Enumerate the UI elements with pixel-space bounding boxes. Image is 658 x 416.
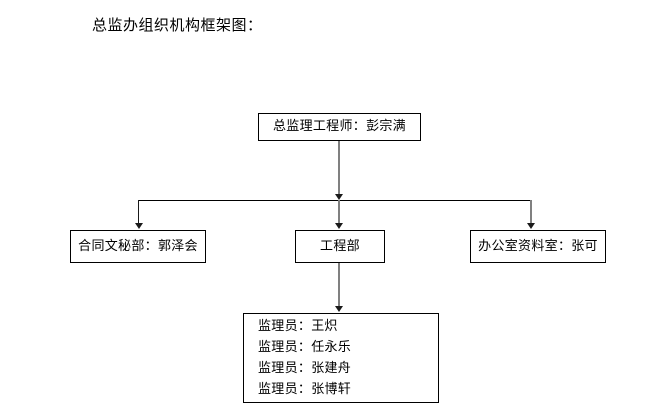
list-item: 监理员：张建舟 [258,361,352,376]
node-contract-secretariat[interactable]: 合同文秘部：郭泽会 [70,230,206,263]
arrowhead-bar-to-contract-icon [135,223,143,229]
node-contract-secretariat-label: 合同文秘部：郭泽会 [78,238,198,254]
connector-root-to-bar [338,141,340,195]
node-office-archives[interactable]: 办公室资料室：张可 [470,230,606,263]
list-item: 监理员：张博轩 [258,382,352,397]
arrowhead-root-to-bar-icon [335,194,343,200]
node-chief-supervisor[interactable]: 总监理工程师：彭宗满 [258,113,421,141]
node-chief-supervisor-label: 总监理工程师：彭宗满 [272,119,406,134]
connector-bar-to-engineering [338,200,340,225]
list-item: 监理员：王炽 [258,319,338,334]
connector-horizontal-bar [138,200,531,201]
node-inspectors-list[interactable]: 监理员：王炽 监理员：任永乐 监理员：张建舟 监理员：张博轩 [243,313,439,403]
arrowhead-bar-to-engineering-icon [335,223,343,229]
connector-bar-to-office [530,200,532,225]
list-item: 监理员：任永乐 [258,340,352,355]
node-engineering-department-label: 工程部 [320,238,360,254]
node-office-archives-label: 办公室资料室：张可 [478,238,598,254]
node-engineering-department[interactable]: 工程部 [295,230,385,263]
connector-bar-to-contract [138,200,139,225]
connector-engineering-to-inspectors [338,263,340,307]
arrowhead-bar-to-office-icon [527,223,535,229]
arrowhead-engineering-to-inspectors-icon [335,306,343,312]
page-title: 总监办组织机构框架图： [92,16,263,34]
